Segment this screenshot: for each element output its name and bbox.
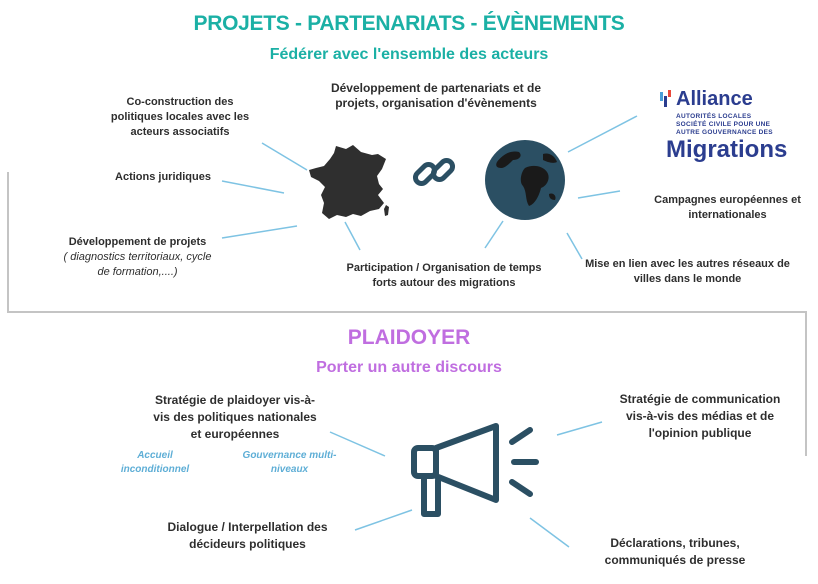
section-plaidoyer-title: PLAIDOYER [347, 326, 471, 349]
tag-accueil-inconditionnel: Accueil inconditionnel [120, 450, 190, 475]
globe-icon [485, 140, 565, 220]
actions-juridiques-label: Actions juridiques [115, 171, 211, 183]
chain-link-icon [412, 157, 456, 187]
declarations-label: Déclarations, tribunes, communiqués de p… [604, 536, 746, 567]
tag-gouvernance-multi-niveaux: Gouvernance multi- niveaux [242, 450, 337, 475]
megaphone-icon [411, 423, 539, 517]
france-map-icon [309, 145, 389, 219]
alliance-logo-mark-icon [660, 90, 671, 107]
strategie-plaidoyer-label: Stratégie de plaidoyer vis-à- vis des po… [153, 393, 317, 441]
alliance-migrations-logo: Alliance AUTORITÉS LOCALES SOCIÉTÉ CIVIL… [658, 88, 788, 164]
co-construction-label: Co-construction des politiques locales a… [110, 96, 250, 138]
campagnes-label: Campagnes européennes et internationales [654, 194, 801, 221]
strategie-communication-label: Stratégie de communication vis-à-vis des… [619, 392, 781, 440]
section-projets-title: PROJETS - PARTENARIATS - ÉVÈNEMENTS [193, 12, 625, 35]
participation-label: Participation / Organisation de temps fo… [346, 262, 542, 289]
dialogue-label: Dialogue / Interpellation des décideurs … [167, 520, 328, 551]
mise-en-lien-label: Mise en lien avec les autres réseaux de … [585, 258, 790, 285]
section-plaidoyer-subtitle: Porter un autre discours [316, 359, 502, 376]
center-partnership-label: Développement de partenariats et de proj… [330, 81, 542, 110]
developpement-projets-label: Développement de projets ( diagnostics t… [63, 236, 212, 278]
section-projets-subtitle: Fédérer avec l'ensemble des acteurs [269, 46, 549, 63]
